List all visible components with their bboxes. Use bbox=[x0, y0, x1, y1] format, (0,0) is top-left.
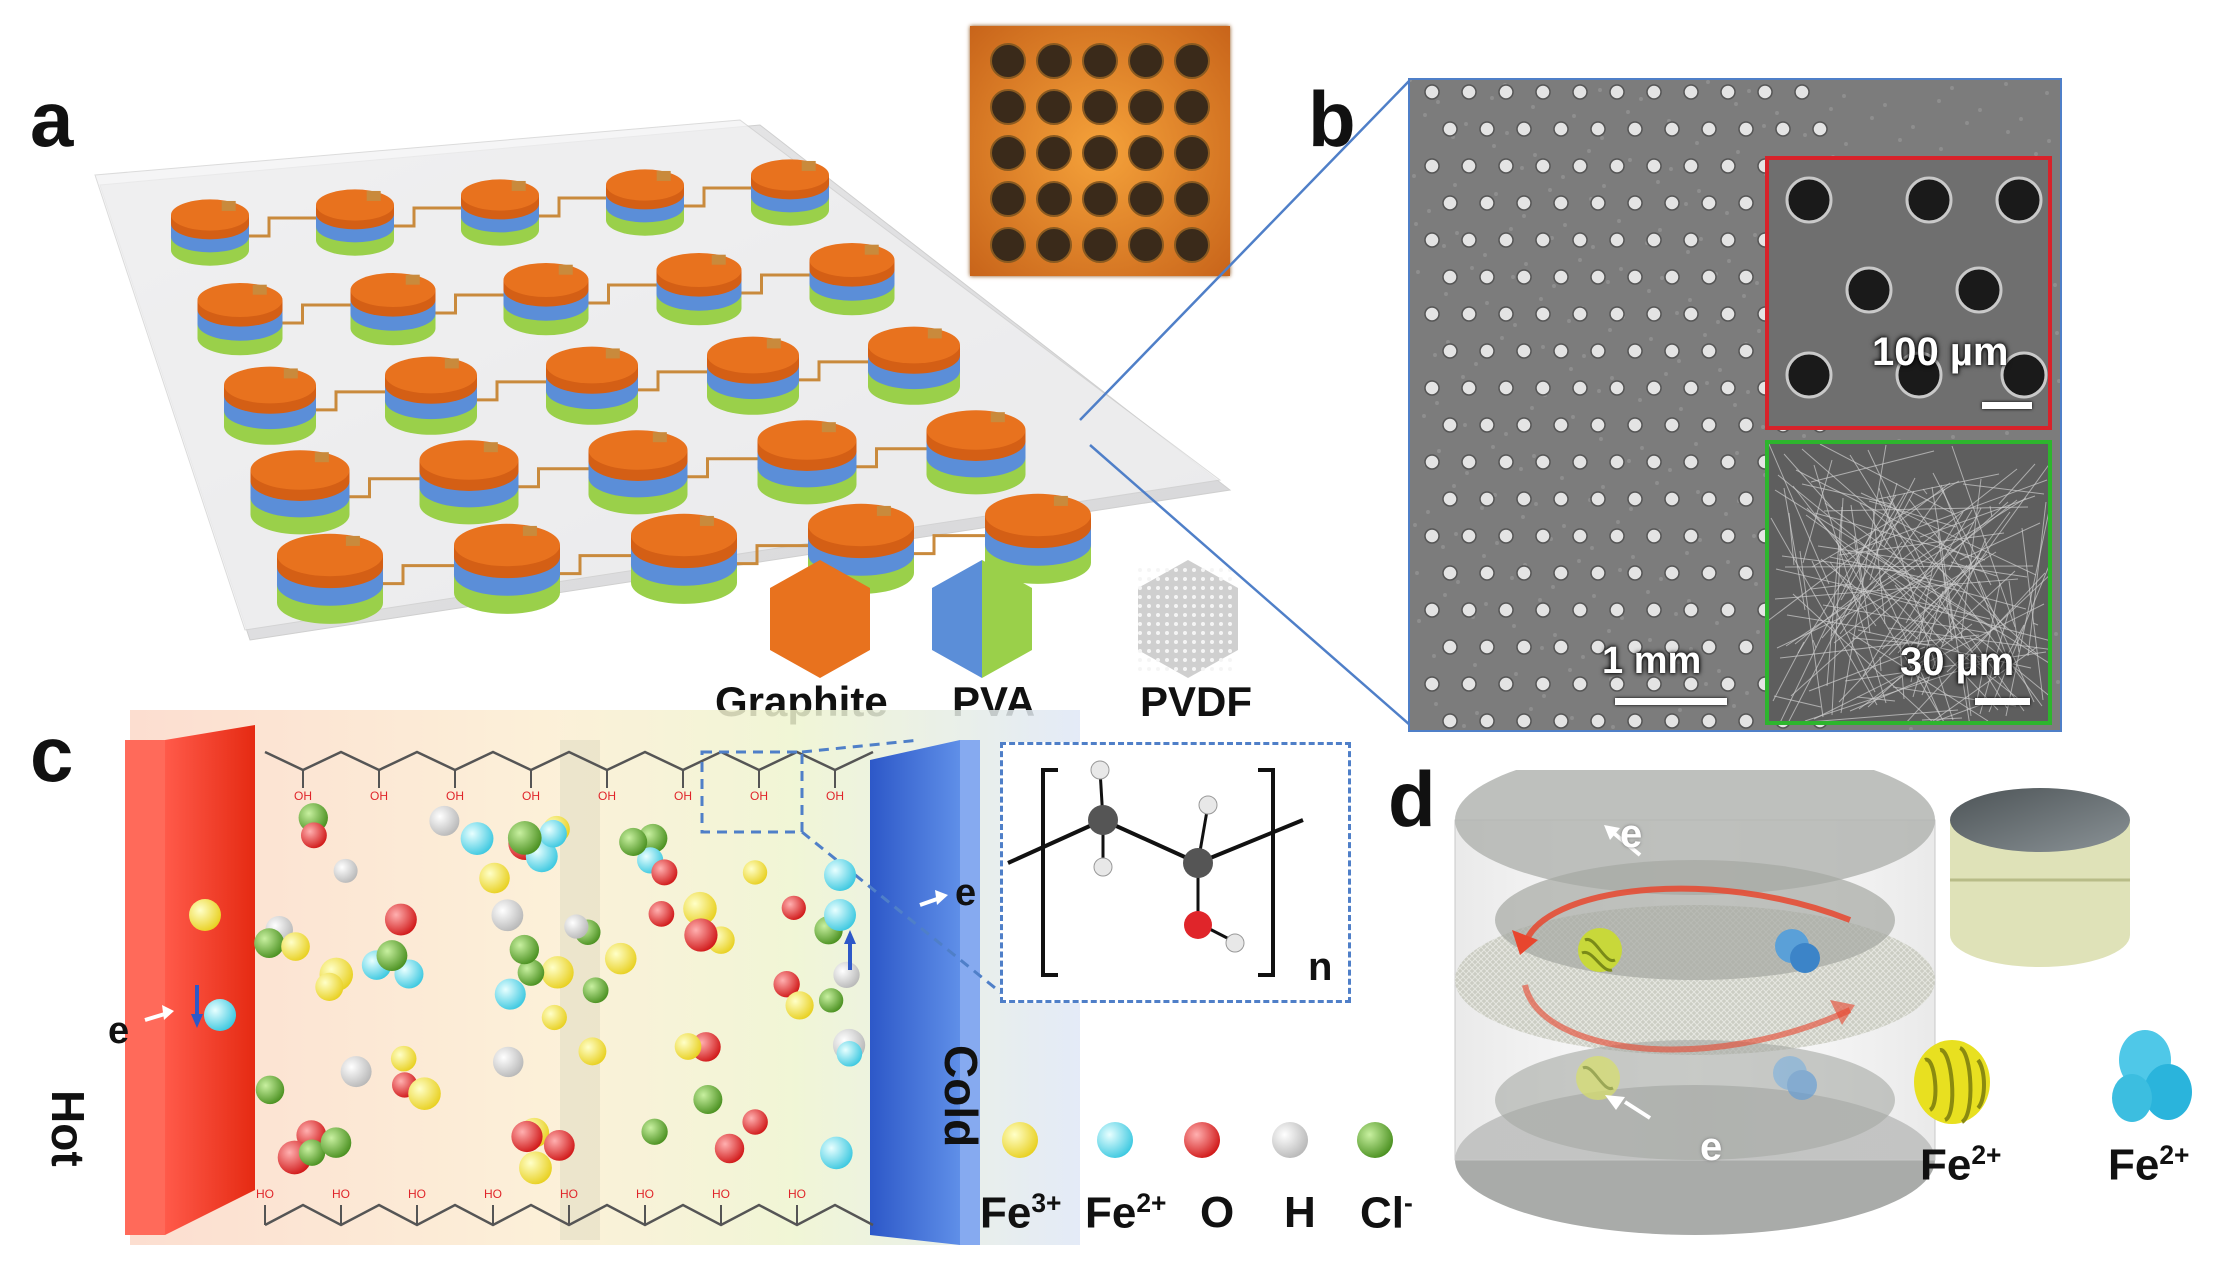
hot-electrode bbox=[165, 725, 255, 1235]
sem-bottom-inset-scale-label: 30 µm bbox=[1900, 640, 2015, 684]
graphite-icon bbox=[770, 560, 870, 678]
fe3-ion-model-bottom bbox=[1576, 1056, 1620, 1100]
cycle-arrow-top bbox=[1522, 885, 1852, 946]
hot-label: Hot bbox=[42, 1090, 94, 1167]
photo-electrode-grid bbox=[990, 43, 1210, 263]
sem-main-scale-bar bbox=[1615, 698, 1727, 705]
sem-main-scale-label: 1 mm bbox=[1602, 640, 1702, 682]
fe3-sphere bbox=[1002, 1122, 1038, 1158]
interconnect-wires bbox=[249, 186, 1019, 586]
svg-text:OH: OH bbox=[598, 789, 616, 803]
electron-label-right: e bbox=[955, 872, 977, 914]
panel-label-d: d bbox=[1388, 755, 1436, 843]
panel-label-c: c bbox=[30, 710, 74, 798]
svg-text:HO: HO bbox=[788, 1187, 806, 1201]
pva-icon-right bbox=[982, 560, 1032, 678]
fe2-ion-large-model bbox=[2112, 1030, 2192, 1122]
fe2-ion-model-top bbox=[1775, 929, 1820, 973]
repeat-unit-n: n bbox=[1308, 945, 1333, 989]
fe3-ion-model-top bbox=[1578, 928, 1622, 972]
svg-text:HO: HO bbox=[636, 1187, 654, 1201]
svg-text:OH: OH bbox=[750, 789, 768, 803]
legend-pvdf-label: PVDF bbox=[1140, 678, 1253, 725]
electron-label-bottom: e bbox=[1700, 1125, 1723, 1169]
thermocell-units bbox=[171, 159, 1091, 624]
fe3-ion-large-model bbox=[1914, 1040, 1990, 1124]
electron-label-left: e bbox=[108, 1010, 130, 1052]
pva-structure-diagram bbox=[1007, 760, 1304, 977]
panel-label-a: a bbox=[30, 75, 74, 163]
h-sphere bbox=[1272, 1122, 1308, 1158]
pva-chain-top bbox=[264, 750, 874, 772]
fe-ion-label-right: Fe2+ bbox=[2108, 1140, 2190, 1190]
material-legend-icons bbox=[770, 560, 1238, 678]
cold-electrode bbox=[870, 740, 960, 1245]
cylindrical-cell-diagram bbox=[1454, 770, 2192, 1235]
fe2-sphere bbox=[1097, 1122, 1133, 1158]
cl-sphere bbox=[1357, 1122, 1393, 1158]
svg-text:HO: HO bbox=[484, 1187, 502, 1201]
device-photo bbox=[970, 26, 1230, 276]
cold-label: Cold bbox=[935, 1045, 987, 1148]
sem-bottom-inset-scale-bar bbox=[1975, 698, 2030, 705]
legend-cl-label: Cl- bbox=[1360, 1188, 1413, 1238]
sem-top-inset-scale-label: 100 µm bbox=[1872, 330, 2009, 374]
o-sphere bbox=[1184, 1122, 1220, 1158]
legend-fe3-label: Fe3+ bbox=[980, 1188, 1062, 1238]
pva-icon-left bbox=[932, 560, 982, 678]
cold-electrode-side bbox=[960, 740, 980, 1245]
hot-electrode-side bbox=[125, 740, 165, 1235]
cycle-arrow-bottom bbox=[1522, 984, 1852, 1053]
fe2-ion-model-bottom bbox=[1773, 1056, 1817, 1100]
svg-text:OH: OH bbox=[446, 789, 464, 803]
sem-top-inset-scale-bar bbox=[1982, 402, 2032, 409]
svg-text:OH: OH bbox=[522, 789, 540, 803]
svg-text:HO: HO bbox=[256, 1187, 274, 1201]
legend-fe2-label: Fe2+ bbox=[1085, 1188, 1167, 1238]
electron-label-top: e bbox=[1620, 812, 1643, 856]
ion-particles bbox=[189, 803, 866, 1185]
svg-text:HO: HO bbox=[712, 1187, 730, 1201]
svg-text:OH: OH bbox=[826, 789, 844, 803]
pva-monomer-inset: n bbox=[1000, 742, 1351, 1003]
cell-photo bbox=[1950, 788, 2130, 967]
svg-text:HO: HO bbox=[332, 1187, 350, 1201]
fe-ion-label-left: Fe2+ bbox=[1920, 1140, 2002, 1190]
thermocell-schematic: OH HO OH HO OH HO OH HO OH HO OH HO OH HO OH HO bbox=[125, 710, 1080, 1245]
ion-legend-spheres bbox=[1002, 1122, 1393, 1158]
device-array-illustration bbox=[94, 119, 1232, 641]
sem-inset-fibers bbox=[1765, 440, 2052, 725]
legend-o-label: O bbox=[1200, 1188, 1235, 1237]
svg-text:OH: OH bbox=[370, 789, 388, 803]
chain-callout-small-box bbox=[700, 750, 804, 834]
top-electrode-disc bbox=[1455, 770, 1935, 895]
sem-inset-pores bbox=[1765, 156, 2052, 430]
legend-h-label: H bbox=[1284, 1188, 1316, 1237]
svg-text:OH: OH bbox=[674, 789, 692, 803]
svg-text:OH: OH bbox=[294, 789, 312, 803]
svg-text:HO: HO bbox=[408, 1187, 426, 1201]
svg-text:HO: HO bbox=[560, 1187, 578, 1201]
